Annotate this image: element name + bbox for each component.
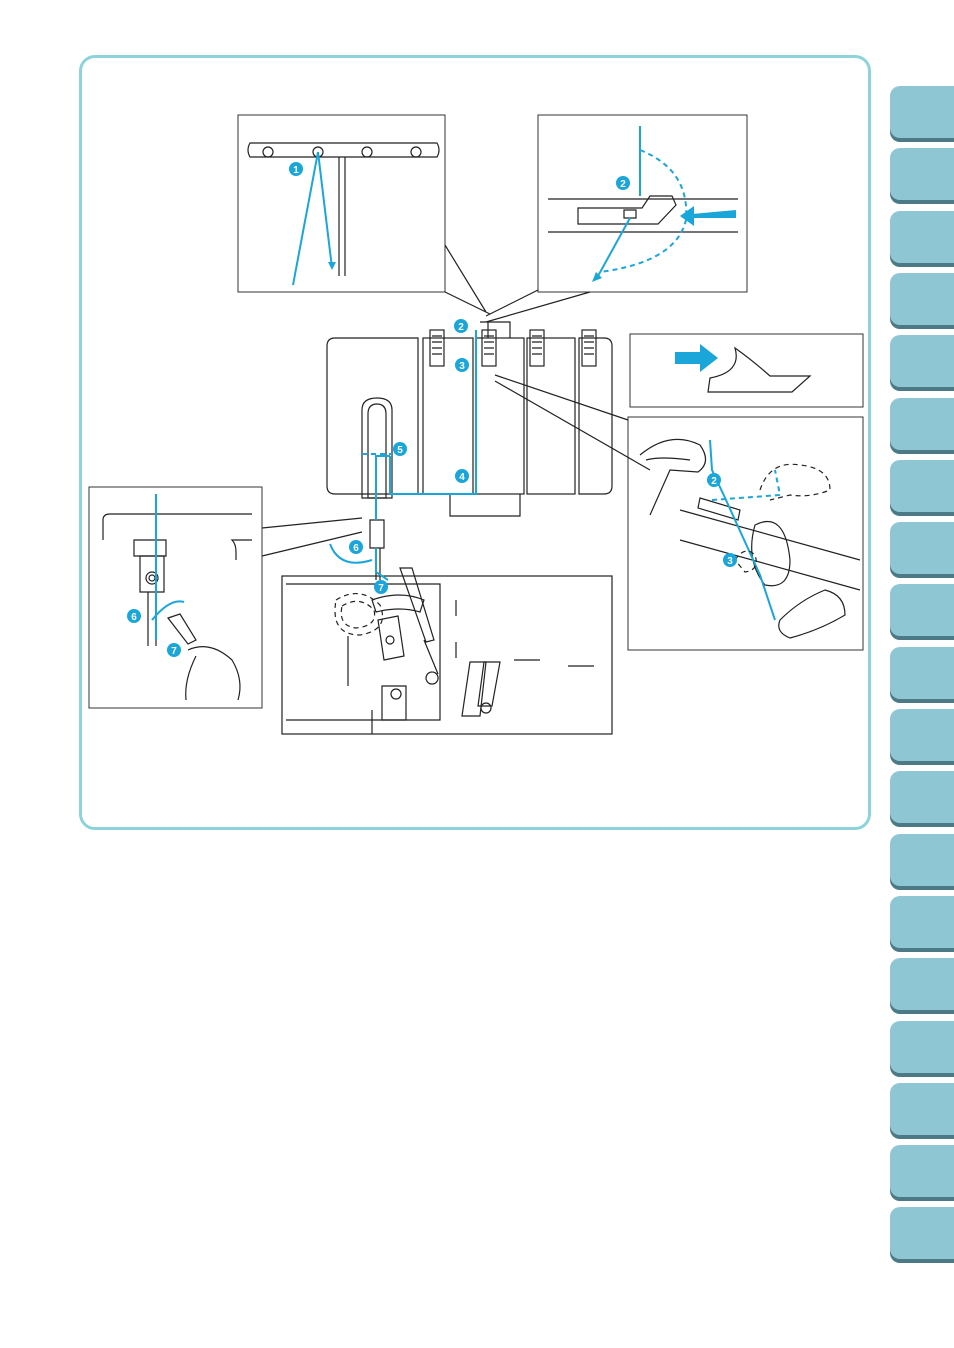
svg-text:3: 3 xyxy=(727,556,733,567)
callout-2-hands: 2 xyxy=(707,473,721,487)
callout-3-main: 3 xyxy=(455,358,469,372)
inset-direction xyxy=(630,334,863,407)
svg-text:6: 6 xyxy=(353,543,359,554)
svg-text:2: 2 xyxy=(620,179,626,190)
callout-4-main: 4 xyxy=(455,469,469,483)
callout-6-main: 6 xyxy=(349,540,363,554)
inset-thread-guide: 1 xyxy=(238,115,445,292)
callout-2-top: 2 xyxy=(616,176,630,190)
machine-front: 2 3 4 5 6 7 xyxy=(282,319,612,734)
inset-hands: 2 3 xyxy=(628,417,863,650)
svg-text:1: 1 xyxy=(293,165,299,176)
callout-3-hands: 3 xyxy=(723,553,737,567)
svg-text:7: 7 xyxy=(378,583,384,594)
callout-5-main: 5 xyxy=(393,442,407,456)
callout-7-main: 7 xyxy=(374,580,388,594)
callout-7-needle: 7 xyxy=(167,643,181,657)
svg-text:5: 5 xyxy=(397,445,403,456)
callout-2-main: 2 xyxy=(454,319,468,333)
svg-text:7: 7 xyxy=(171,646,177,657)
inset-needle: 6 7 xyxy=(89,487,262,708)
inset-guide-slot: 2 xyxy=(538,115,747,292)
svg-text:4: 4 xyxy=(459,472,465,483)
svg-text:2: 2 xyxy=(458,322,464,333)
callout-1: 1 xyxy=(289,162,303,176)
svg-text:2: 2 xyxy=(711,476,717,487)
callout-6-needle: 6 xyxy=(127,609,141,623)
svg-text:6: 6 xyxy=(131,612,137,623)
svg-text:3: 3 xyxy=(459,361,465,372)
